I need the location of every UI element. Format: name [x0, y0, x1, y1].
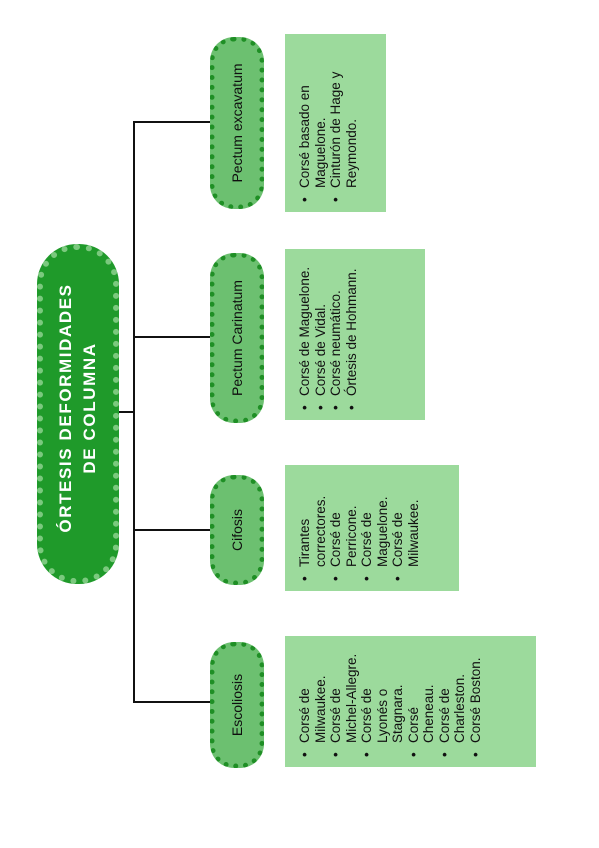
list-item: Corsé neumático.	[328, 259, 344, 410]
detail-box-escoliosis: Corsé de Milwaukee. Corsé de Michel-Alle…	[285, 636, 536, 767]
list-item: Corsé basado en Maguelone.	[297, 44, 328, 202]
connector-branch-escoliosis	[133, 701, 212, 703]
connector-main-horizontal	[118, 411, 135, 413]
list-item: Corsé de Vidal.	[313, 259, 329, 410]
detail-text: Tirantes correctores. Corsé de Perricone…	[285, 465, 459, 591]
list-item: Corsé de Charleston.	[437, 646, 468, 757]
list-item: Corsé de Maguelone.	[359, 475, 390, 581]
list-item: Corsé de Maguelone.	[297, 259, 313, 410]
list-item: Corsé Cheneau.	[406, 646, 437, 757]
list-item: Tirantes correctores.	[297, 475, 328, 581]
main-title: ÓRTESIS DEFORMIDADES DE COLUMNA	[37, 238, 119, 578]
category-pectum-carinatum: Pectum Carinatum	[210, 253, 264, 423]
list-item: Órtesis de Hohmann.	[344, 259, 360, 410]
connector-branch-pectum-excavatum	[133, 121, 212, 123]
detail-text: Corsé de Milwaukee. Corsé de Michel-Alle…	[285, 636, 536, 767]
category-escoliosis: Escoliosis	[210, 642, 264, 768]
detail-box-pectum-excavatum: Corsé basado en Maguelone. Cinturón de H…	[285, 34, 386, 212]
list-item: Corsé Boston.	[468, 646, 484, 757]
category-label: Escoliosis	[229, 673, 245, 737]
category-label: Pectum Carinatum	[229, 280, 245, 396]
detail-box-cifosis: Tirantes correctores. Corsé de Perricone…	[285, 465, 459, 591]
category-cifosis: Cifosis	[210, 475, 264, 585]
detail-box-pectum-carinatum: Corsé de Maguelone. Corsé de Vidal. Cors…	[285, 249, 425, 420]
list-item: Corsé de Lyonés o Stagnara.	[359, 646, 406, 757]
detail-text: Corsé de Maguelone. Corsé de Vidal. Cors…	[285, 249, 425, 420]
list-item: Cinturón de Hage y Reymondo.	[328, 44, 359, 202]
category-pectum-excavatum: Pectum excavatum	[210, 37, 264, 209]
category-label: Cifosis	[229, 509, 245, 552]
detail-text: Corsé basado en Maguelone. Cinturón de H…	[285, 34, 386, 212]
main-title-line1: ÓRTESIS DEFORMIDADES	[56, 283, 75, 533]
main-node: ÓRTESIS DEFORMIDADES DE COLUMNA	[37, 244, 119, 584]
list-item: Corsé de Milwaukee.	[390, 475, 421, 581]
connector-trunk	[133, 121, 135, 703]
category-label: Pectum excavatum	[229, 63, 245, 183]
main-title-line2: DE COLUMNA	[80, 342, 99, 474]
connector-branch-cifosis	[133, 529, 212, 531]
list-item: Corsé de Perricone.	[328, 475, 359, 581]
connector-branch-pectum-carinatum	[133, 336, 212, 338]
list-item: Corsé de Milwaukee.	[297, 646, 328, 757]
list-item: Corsé de Michel-Allegre.	[328, 646, 359, 757]
